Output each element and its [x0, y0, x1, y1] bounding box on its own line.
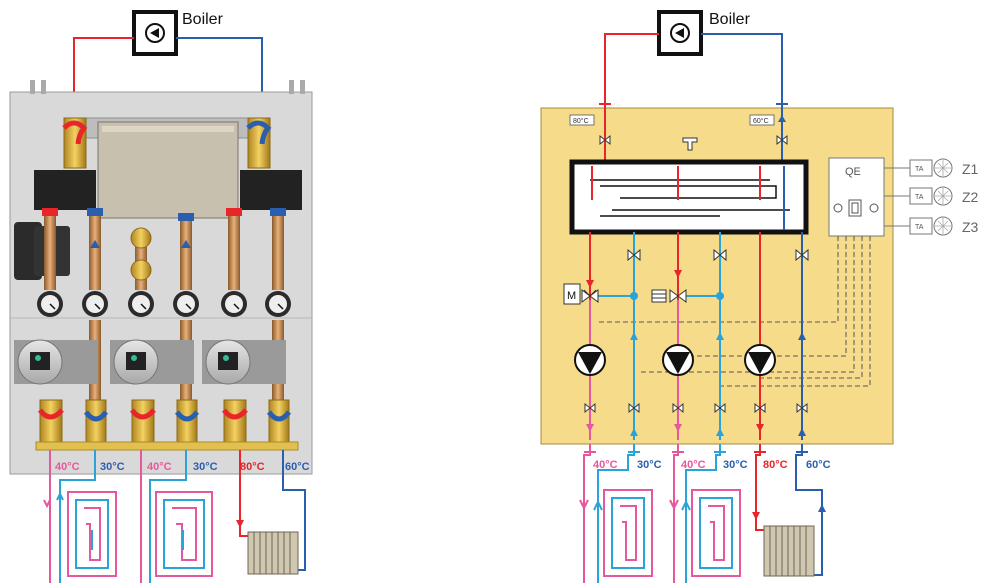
right-temp-4: 30°C	[723, 459, 748, 471]
svg-text:TA: TA	[915, 194, 924, 201]
left-boiler-supply-pipe	[73, 37, 134, 108]
left-boiler-return-pipe	[176, 37, 263, 108]
left-radiator	[236, 450, 306, 575]
right-return-temp-tag: 60°C	[753, 117, 769, 125]
right-top-valve-return	[776, 134, 788, 146]
left-boiler-box	[132, 10, 178, 56]
svg-text:TA: TA	[915, 224, 924, 231]
right-top-valve-supply	[599, 134, 611, 146]
left-pumps	[14, 339, 286, 385]
right-zone-2-label: Z2	[962, 189, 979, 205]
right-temp-6: 60°C	[806, 459, 831, 471]
right-circuit-1: M	[563, 232, 641, 440]
right-temp-1: 40°C	[593, 459, 618, 471]
right-outlet-pipes	[583, 444, 823, 583]
right-boiler-supply-pipe	[604, 33, 659, 104]
left-temp-1: 40°C	[55, 461, 80, 473]
right-controller	[828, 157, 885, 237]
left-bottom-valves	[37, 399, 292, 443]
right-supply-temp-tag: 80°C	[573, 117, 589, 125]
left-temp-2: 30°C	[100, 461, 125, 473]
left-floor-loop-1	[43, 450, 117, 583]
right-control-wires	[598, 236, 871, 387]
left-temp-6: 60°C	[285, 461, 310, 473]
left-gauges	[37, 291, 291, 317]
right-separator	[569, 159, 809, 235]
right-boiler-label: Boiler	[709, 11, 751, 28]
right-controller-label: QE	[845, 166, 861, 178]
right-mixer-motor-label: M	[567, 290, 576, 302]
left-block-left	[34, 170, 96, 210]
svg-text:TA: TA	[915, 166, 924, 173]
right-thermostat-z1: TA Z1	[884, 158, 979, 178]
right-boiler-return-pipe	[701, 33, 783, 104]
left-temp-5: 80°C	[240, 461, 265, 473]
left-temp-3: 40°C	[147, 461, 172, 473]
left-floor-loop-2	[140, 450, 213, 583]
right-circuit-2	[651, 232, 727, 440]
left-boiler-pump-triangle-icon	[150, 28, 159, 38]
right-thermostat-z3: TA Z3	[884, 216, 979, 236]
right-zone-1-label: Z1	[962, 161, 979, 177]
right-schematic: Boiler 80°C 60°C	[540, 10, 979, 583]
right-radiator	[752, 504, 826, 577]
right-thermostat-z2: TA Z2	[884, 186, 979, 206]
right-temp-2: 30°C	[637, 459, 662, 471]
right-floor-loop-2	[669, 489, 741, 577]
right-temp-5: 80°C	[763, 459, 788, 471]
right-air-vent-icon	[682, 137, 698, 151]
right-floor-loop-1	[579, 489, 653, 577]
left-boiler-label: Boiler	[182, 11, 224, 28]
right-zone-3-label: Z3	[962, 219, 979, 235]
left-assembly: Boiler	[9, 10, 313, 583]
left-separator-box	[97, 121, 239, 219]
left-temp-4: 30°C	[193, 461, 218, 473]
left-block-right	[240, 170, 302, 210]
right-temp-3: 40°C	[681, 459, 706, 471]
right-circuit-3	[744, 232, 809, 440]
